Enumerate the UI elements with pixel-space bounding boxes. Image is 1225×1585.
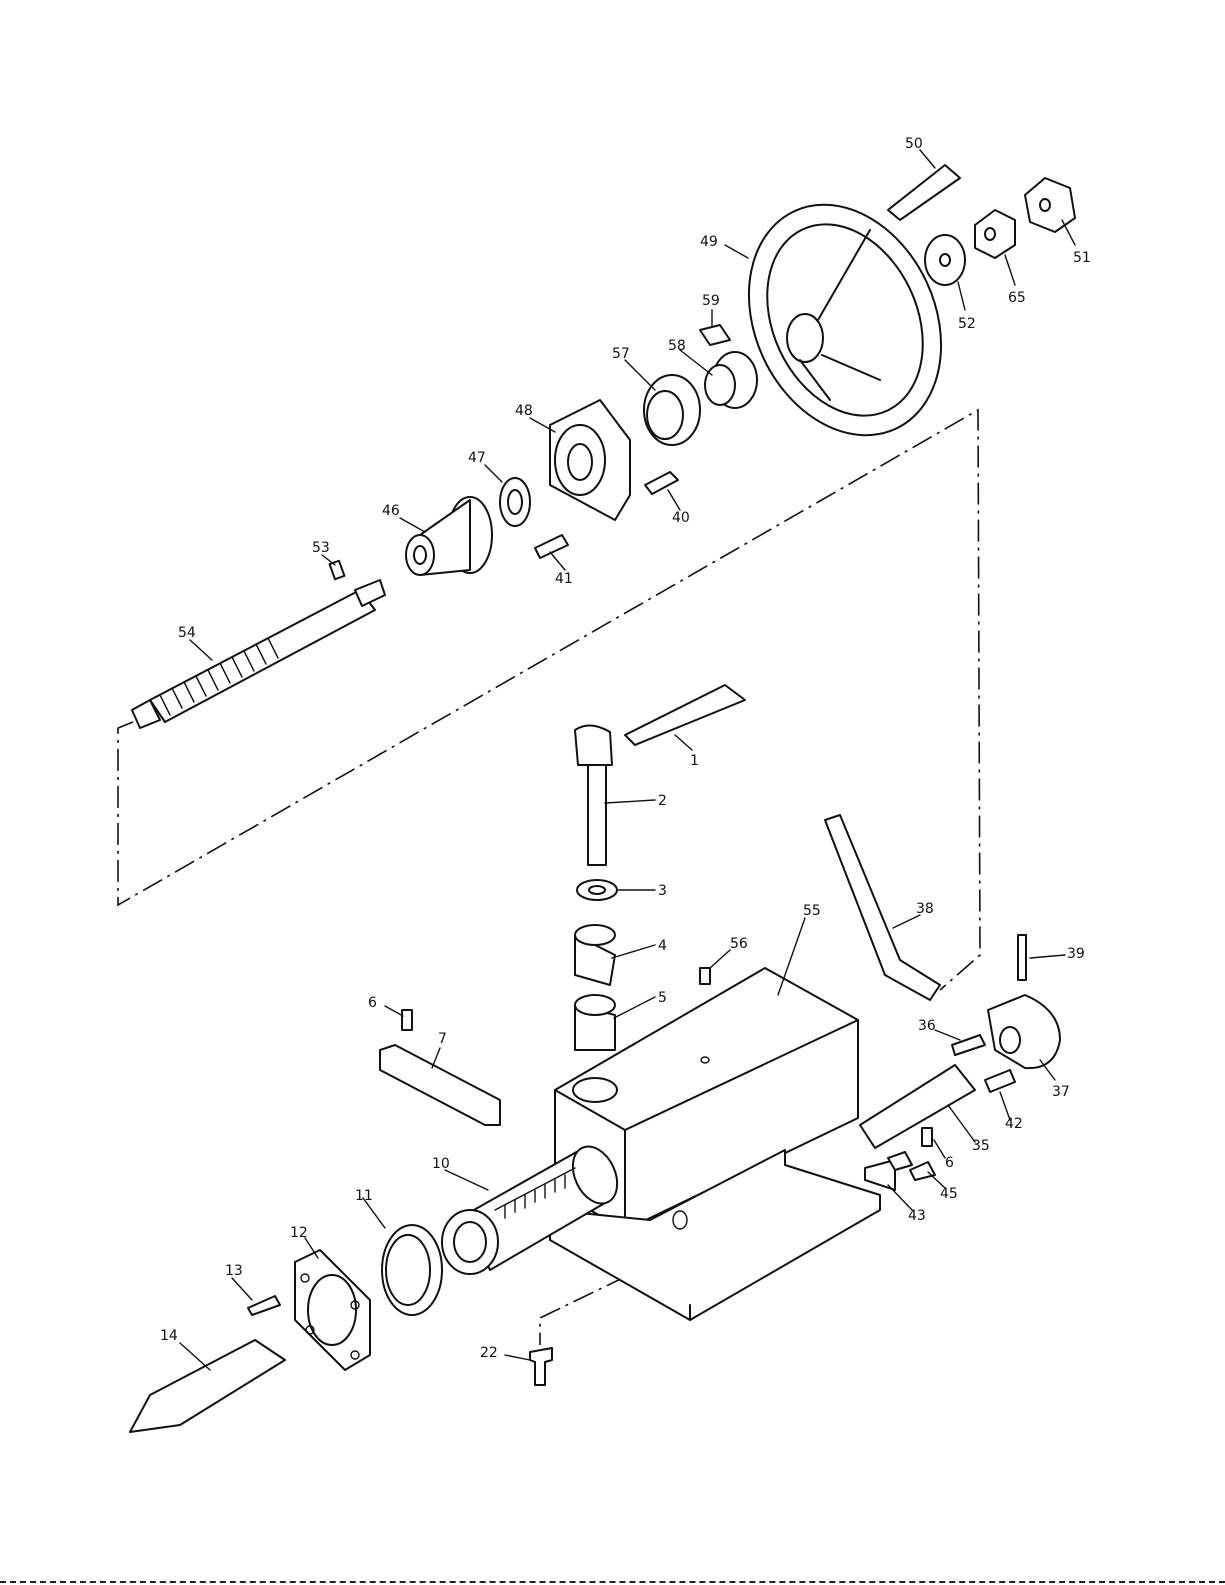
label-48: 48 bbox=[515, 403, 533, 419]
label-39: 39 bbox=[1067, 946, 1085, 962]
handle-50 bbox=[888, 165, 960, 220]
locking-bolt-2 bbox=[575, 725, 612, 865]
label-41: 41 bbox=[555, 571, 573, 587]
label-12: 12 bbox=[290, 1225, 308, 1241]
grease-nipple-56 bbox=[700, 968, 710, 984]
lever-handle-1 bbox=[625, 685, 745, 745]
clamp-upper-4 bbox=[575, 925, 615, 985]
label-50: 50 bbox=[905, 136, 923, 152]
screw-13 bbox=[248, 1296, 280, 1315]
label-6-right: 6 bbox=[945, 1155, 954, 1171]
label-58: 58 bbox=[668, 338, 686, 354]
pin-42 bbox=[985, 1070, 1015, 1092]
key-59 bbox=[700, 325, 730, 345]
label-65: 65 bbox=[1008, 290, 1026, 306]
label-55: 55 bbox=[803, 903, 821, 919]
eccentric-shaft-35 bbox=[860, 1065, 975, 1148]
clamp-bolt-22 bbox=[530, 1348, 552, 1385]
label-7: 7 bbox=[438, 1031, 447, 1047]
label-13: 13 bbox=[225, 1263, 243, 1279]
label-47: 47 bbox=[468, 450, 486, 466]
ring-11 bbox=[382, 1225, 442, 1315]
set-screw-6-right bbox=[922, 1128, 932, 1146]
label-6-left: 6 bbox=[368, 995, 377, 1011]
washer-3 bbox=[577, 880, 617, 900]
label-49: 49 bbox=[700, 234, 718, 250]
label-54: 54 bbox=[178, 625, 196, 641]
center-14 bbox=[130, 1340, 285, 1432]
label-10: 10 bbox=[432, 1156, 450, 1172]
label-53: 53 bbox=[312, 540, 330, 556]
label-52: 52 bbox=[958, 316, 976, 332]
collar-58 bbox=[705, 352, 757, 408]
eccentric-37 bbox=[988, 995, 1060, 1068]
lead-screw-54 bbox=[132, 580, 385, 728]
label-43: 43 bbox=[908, 1208, 926, 1224]
dial-ring-57 bbox=[644, 375, 700, 445]
bracket-48 bbox=[550, 400, 630, 520]
washer-52 bbox=[925, 235, 965, 285]
label-59: 59 bbox=[702, 293, 720, 309]
label-46: 46 bbox=[382, 503, 400, 519]
flange-12 bbox=[295, 1250, 370, 1370]
label-5: 5 bbox=[658, 990, 667, 1006]
pin-36 bbox=[952, 1035, 985, 1055]
label-14: 14 bbox=[160, 1328, 178, 1344]
label-42: 42 bbox=[1005, 1116, 1023, 1132]
label-36: 36 bbox=[918, 1018, 936, 1034]
label-56: 56 bbox=[730, 936, 748, 952]
label-22: 22 bbox=[480, 1345, 498, 1361]
label-38: 38 bbox=[916, 901, 934, 917]
shaft-7 bbox=[380, 1045, 500, 1125]
label-11: 11 bbox=[355, 1188, 373, 1204]
label-51: 51 bbox=[1073, 250, 1091, 266]
label-40: 40 bbox=[672, 510, 690, 526]
label-57: 57 bbox=[612, 346, 630, 362]
label-45: 45 bbox=[940, 1186, 958, 1202]
bushing-46 bbox=[406, 497, 492, 575]
label-3: 3 bbox=[658, 883, 667, 899]
bottom-divider bbox=[0, 1581, 1225, 1583]
handwheel-49 bbox=[713, 173, 978, 467]
clamp-lower-5 bbox=[575, 995, 615, 1050]
screw-40 bbox=[645, 472, 678, 494]
key-53 bbox=[330, 561, 345, 579]
label-2: 2 bbox=[658, 793, 667, 809]
bearing-47 bbox=[500, 478, 530, 526]
label-35: 35 bbox=[972, 1138, 990, 1154]
assembly-guide-line bbox=[118, 410, 980, 990]
plate-43 bbox=[865, 1160, 895, 1190]
label-37: 37 bbox=[1052, 1084, 1070, 1100]
pin-39 bbox=[1018, 935, 1026, 980]
nut-65 bbox=[975, 210, 1015, 258]
label-4: 4 bbox=[658, 938, 667, 954]
cap-nut-51 bbox=[1025, 178, 1075, 232]
set-screw-6-left bbox=[402, 1010, 412, 1030]
label-1: 1 bbox=[690, 753, 699, 769]
